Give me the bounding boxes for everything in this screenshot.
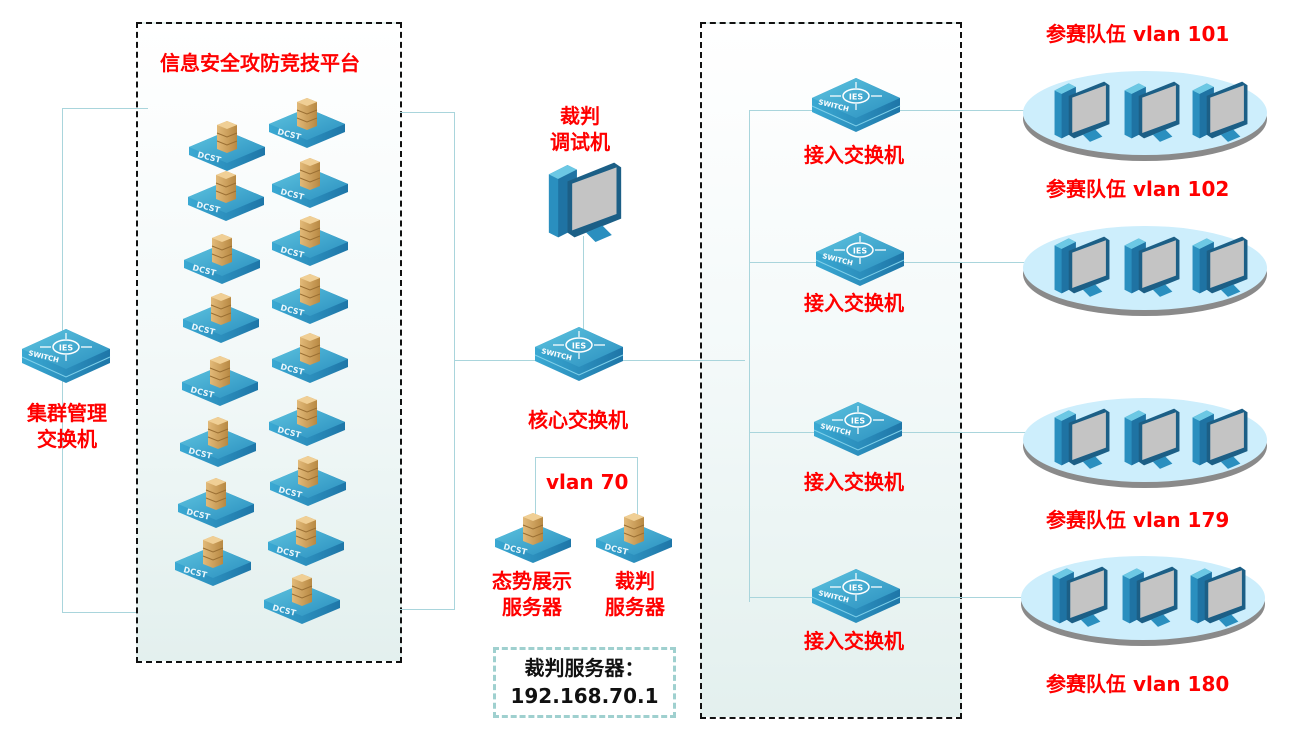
team-pc-group	[1021, 63, 1269, 163]
access-switch-icon: IES SWITCH	[810, 74, 902, 138]
server-icon: DCST	[267, 94, 347, 154]
pc-icon	[1051, 404, 1113, 474]
link-line	[62, 108, 148, 109]
server-icon: DCST	[267, 392, 347, 452]
access-switch-icon: IES SWITCH	[814, 228, 906, 292]
server-icon: DCST	[270, 329, 350, 389]
team-label: 参赛队伍 vlan 101	[1046, 22, 1230, 46]
server-icon: DCST	[270, 212, 350, 272]
team-pc-group	[1019, 548, 1267, 648]
server-icon: DCST	[268, 452, 348, 512]
access-switch-label: 接入交换机	[804, 470, 904, 494]
judge-server-info-title: 裁判服务器：	[524, 656, 645, 680]
link-line	[535, 457, 536, 519]
access-switch-label: 接入交换机	[804, 629, 904, 653]
svg-text:IES: IES	[572, 342, 586, 351]
pc-icon	[1051, 232, 1113, 302]
server-icon: DCST	[181, 289, 261, 349]
judge-server-label-line2: 服务器	[605, 595, 665, 619]
team-label: 参赛队伍 vlan 102	[1046, 177, 1230, 201]
link-line	[400, 112, 454, 113]
pc-icon	[1189, 232, 1251, 302]
team-pc-group	[1021, 218, 1269, 318]
server-icon: DCST	[187, 117, 267, 177]
link-line	[454, 112, 455, 610]
pc-icon	[1049, 562, 1111, 632]
judge-pc-label: 裁判 调试机	[530, 103, 630, 155]
judge-pc-label-line1: 裁判	[560, 104, 600, 128]
cluster-switch-label: 集群管理 交换机	[14, 400, 120, 452]
pc-icon	[1189, 404, 1251, 474]
situation-server-label-line2: 服务器	[502, 595, 562, 619]
server-icon: DCST	[262, 570, 342, 630]
platform-title: 信息安全攻防竞技平台	[160, 51, 360, 75]
cluster-switch-label-line2: 交换机	[37, 427, 97, 451]
svg-text:IES: IES	[851, 417, 865, 426]
vlan-70-label: vlan 70	[546, 470, 629, 494]
core-switch-label: 核心交换机	[528, 408, 628, 432]
pc-icon	[1121, 404, 1183, 474]
server-icon: DCST	[173, 532, 253, 592]
link-line	[637, 457, 638, 519]
access-switch-icon: IES SWITCH	[810, 565, 902, 629]
judge-server-info-box: 裁判服务器： 192.168.70.1	[493, 647, 676, 718]
judge-pc-icon	[543, 158, 627, 246]
situation-server-label: 态势展示 服务器	[480, 568, 584, 620]
svg-text:IES: IES	[853, 247, 867, 256]
pc-icon	[1119, 562, 1181, 632]
link-line	[400, 609, 454, 610]
judge-server-icon: DCST	[594, 509, 674, 569]
situation-server-label-line1: 态势展示	[492, 569, 572, 593]
cluster-switch-label-line1: 集群管理	[27, 401, 107, 425]
situation-server-icon: DCST	[493, 509, 573, 569]
server-icon: DCST	[186, 167, 266, 227]
team-pc-group	[1021, 390, 1269, 490]
core-switch-icon: IES SWITCH	[533, 323, 625, 387]
server-icon: DCST	[266, 512, 346, 572]
team-label: 参赛队伍 vlan 179	[1046, 508, 1230, 532]
svg-text:IES: IES	[849, 584, 863, 593]
access-switch-label: 接入交换机	[804, 291, 904, 315]
link-line	[749, 110, 750, 602]
access-switch-label: 接入交换机	[804, 143, 904, 167]
server-icon: DCST	[176, 474, 256, 534]
server-icon: DCST	[182, 230, 262, 290]
cluster-switch-icon: IES SWITCH	[20, 325, 112, 389]
judge-server-label-line1: 裁判	[615, 569, 655, 593]
pc-icon	[1187, 562, 1249, 632]
server-icon: DCST	[180, 352, 260, 412]
svg-text:IES: IES	[849, 93, 863, 102]
pc-icon	[1121, 232, 1183, 302]
pc-icon	[1051, 77, 1113, 147]
pc-icon	[1189, 77, 1251, 147]
server-icon: DCST	[270, 270, 350, 330]
svg-text:IES: IES	[59, 344, 73, 353]
access-switch-icon: IES SWITCH	[812, 398, 904, 462]
pc-icon	[1121, 77, 1183, 147]
judge-pc-label-line2: 调试机	[550, 130, 610, 154]
link-line	[535, 457, 637, 458]
judge-server-label: 裁判 服务器	[590, 568, 680, 620]
link-line	[62, 612, 136, 613]
team-label: 参赛队伍 vlan 180	[1046, 672, 1230, 696]
server-icon: DCST	[178, 413, 258, 473]
link-line	[583, 236, 584, 332]
server-icon: DCST	[270, 154, 350, 214]
judge-server-ip: 192.168.70.1	[510, 684, 659, 708]
